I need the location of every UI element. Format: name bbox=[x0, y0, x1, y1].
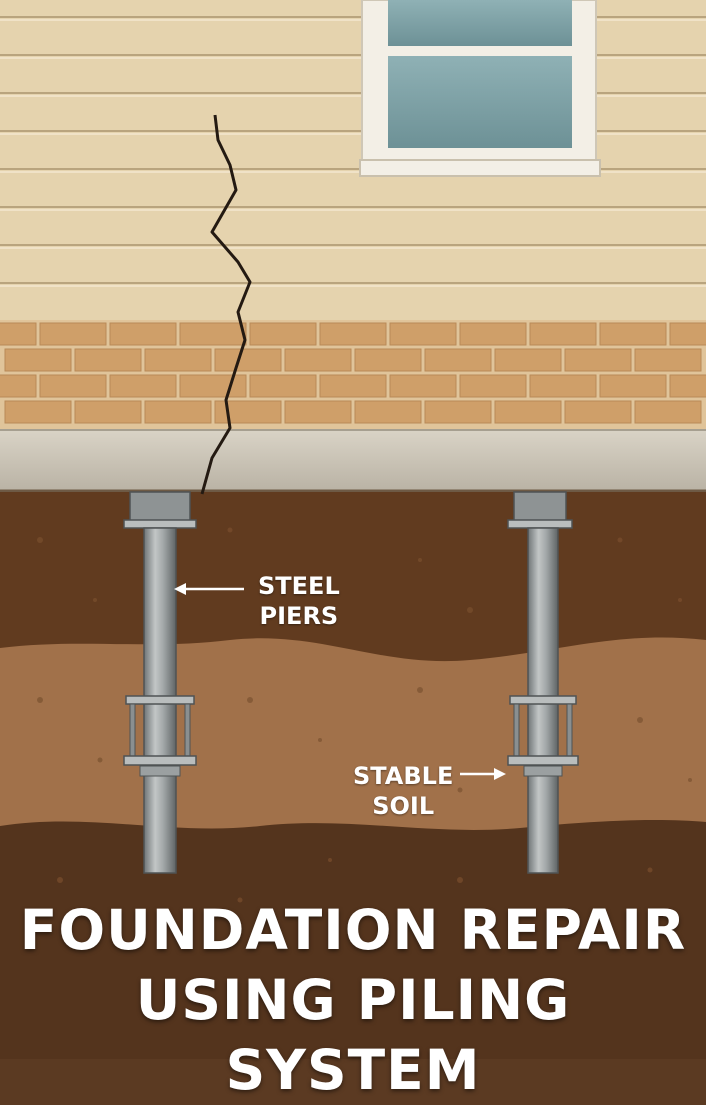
window bbox=[359, 0, 601, 177]
arrow-right-icon bbox=[460, 768, 506, 780]
page-title: FOUNDATION REPAIR USING PILING SYSTEM bbox=[0, 895, 706, 1105]
foundation-crack bbox=[200, 114, 252, 495]
stable-soil-line2: SOIL bbox=[372, 792, 435, 820]
brick-wall bbox=[0, 320, 706, 432]
steel-piers-line1: STEEL bbox=[258, 572, 340, 600]
stable-soil-line1: STABLE bbox=[353, 762, 454, 790]
illustration bbox=[0, 0, 706, 1059]
stable-soil-label: STABLE SOIL bbox=[353, 761, 453, 821]
title-line2: USING PILING SYSTEM bbox=[135, 968, 571, 1102]
steel-piers-line2: PIERS bbox=[259, 602, 339, 630]
concrete-slab bbox=[0, 429, 706, 493]
steel-pier-left bbox=[123, 491, 197, 874]
steel-piers-label: STEEL PIERS bbox=[258, 571, 340, 631]
title-line1: FOUNDATION REPAIR bbox=[19, 898, 687, 962]
steel-pier-right bbox=[507, 491, 579, 874]
arrow-left-icon bbox=[174, 583, 244, 595]
